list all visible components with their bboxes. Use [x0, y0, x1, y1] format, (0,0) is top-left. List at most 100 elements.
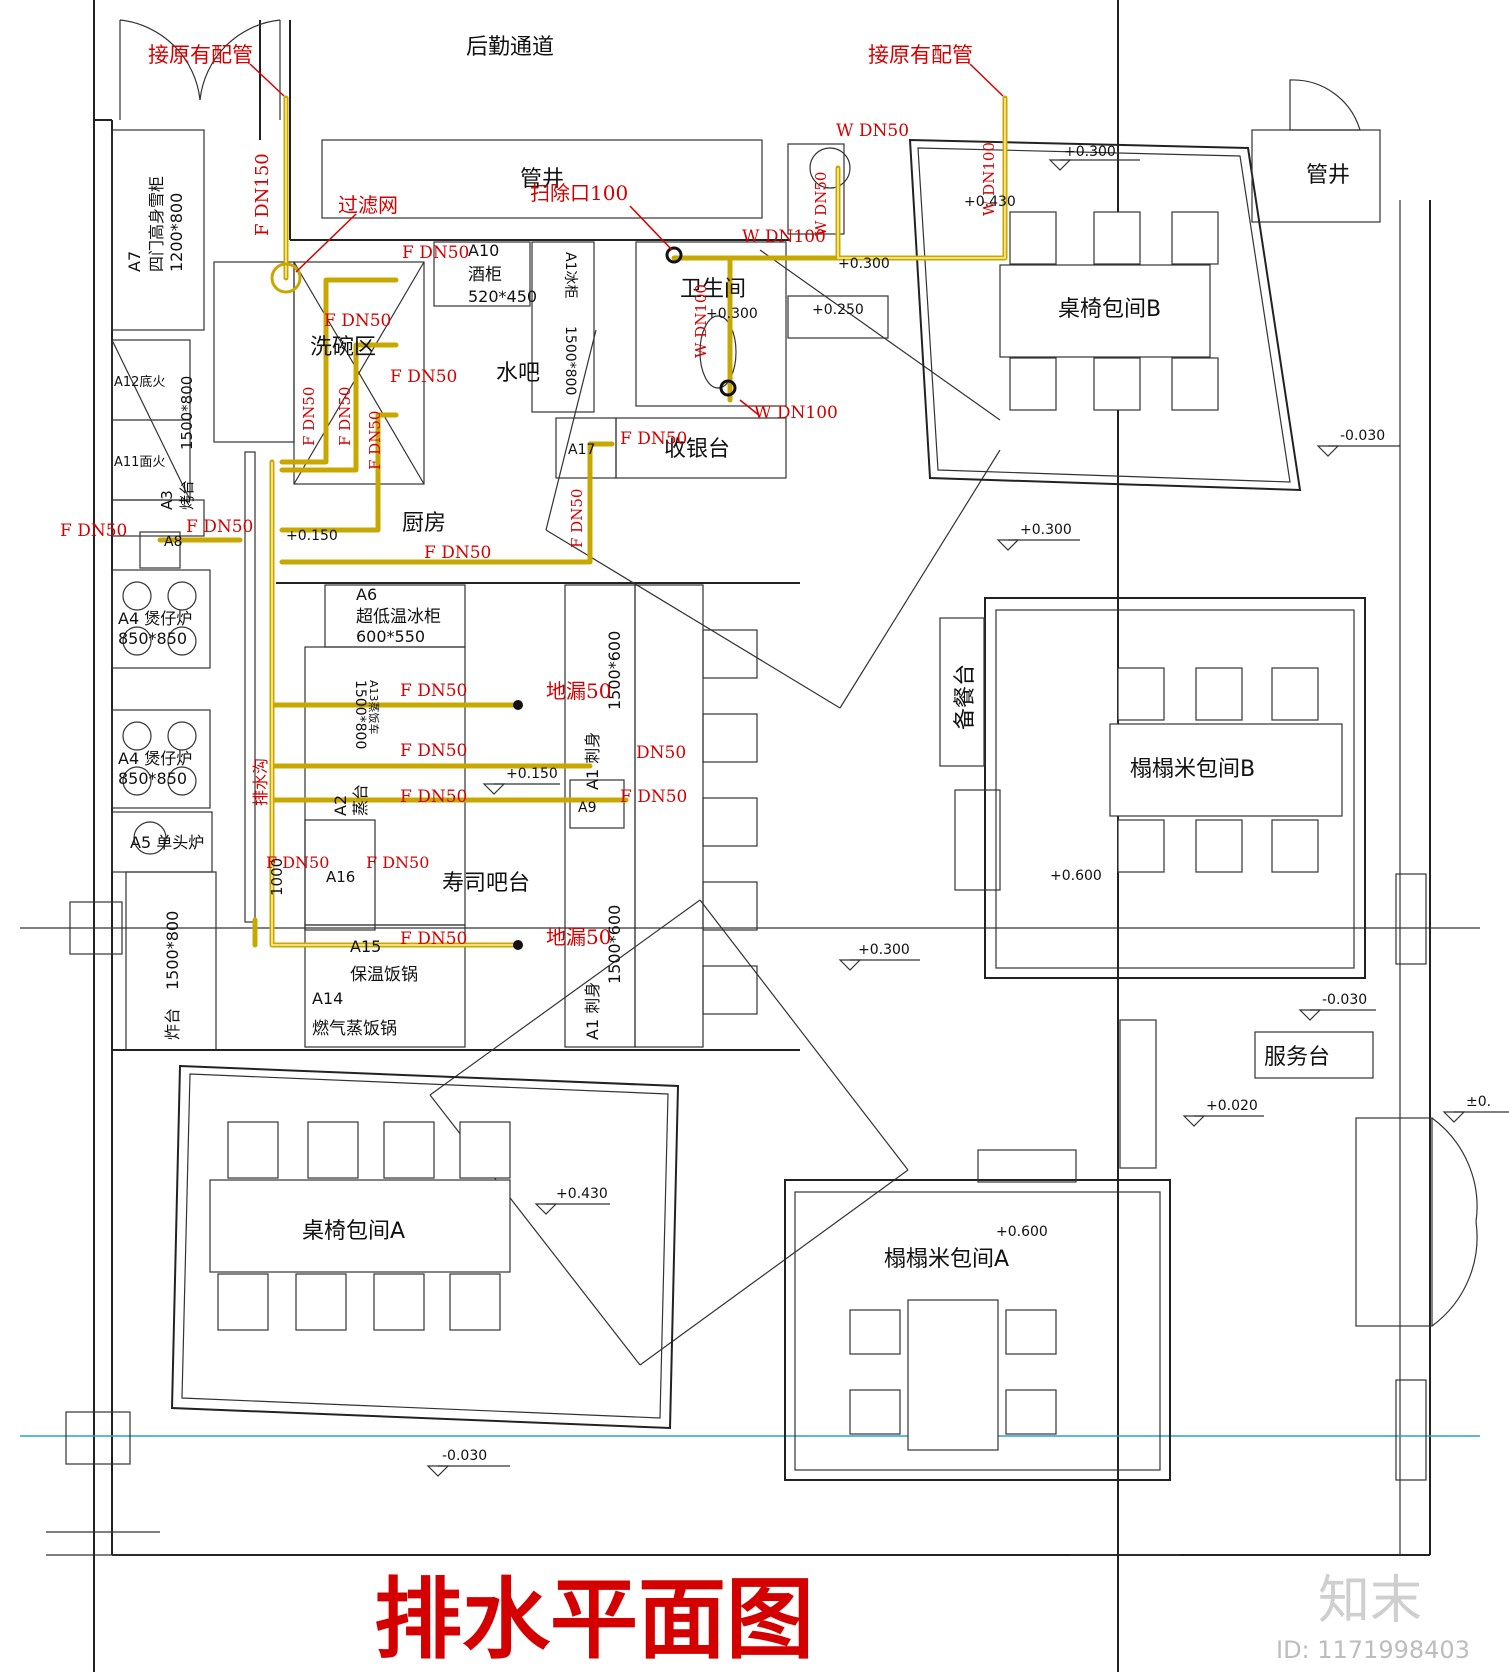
label-a1-fridge-size: 1500*800: [562, 326, 578, 395]
label-a17: A17: [568, 442, 595, 458]
label-f-dn50-a1: DN50: [636, 743, 686, 763]
label-f-dn50-a15: F DN50: [400, 929, 467, 949]
label-a1-fridge: A1冰柜: [562, 252, 578, 298]
label-a6-code: A6: [356, 585, 377, 604]
label-a15-code: A15: [350, 937, 381, 956]
label-f-dn50-a17v: F DN50: [568, 489, 586, 548]
room-table-a: [170, 1064, 680, 1430]
label-a1-sashimi-1: A1 刺身: [583, 732, 602, 790]
label-floor-drain-2: 地漏50: [546, 925, 611, 949]
label-f-dn50-r2: F DN50: [400, 741, 467, 761]
label-shaft-2: 管井: [1306, 163, 1350, 188]
elev-entry: ±0.: [1466, 1094, 1491, 1110]
label-corridor: 后勤通道: [466, 35, 554, 60]
label-a9: A9: [578, 800, 596, 816]
room-labels: 后勤通道 管井 管井 洗碗区 水吧 卫生间 收银台 厨房 寿司吧台 桌椅包间B …: [251, 35, 1350, 1272]
elev-tatami-b: +0.600: [1050, 868, 1102, 884]
label-restroom: 卫生间: [680, 277, 746, 302]
label-a1-sashimi-2: A1 刺身: [583, 982, 602, 1040]
label-a1-sashimi-1-size: 1500*600: [605, 631, 624, 710]
room-table-b: [908, 138, 1302, 492]
label-f-dn50-a9: F DN50: [620, 787, 687, 807]
label-a10-code: A10: [468, 241, 499, 260]
elev-right: -0.030: [1322, 992, 1367, 1008]
label-a2-code: A2: [331, 795, 350, 816]
label-a6-name: 超低温冰柜: [356, 607, 441, 627]
label-w-dn100-wc: W DN100: [692, 284, 710, 358]
elevation-markers: +0.300 +0.430 +0.300 +0.300 +0.250 -0.03…: [286, 144, 1509, 1477]
annotation-leaders: [249, 63, 1004, 417]
building-walls: [20, 0, 1480, 1672]
label-w-dn100-h: W DN100: [742, 227, 826, 247]
label-w-dn100-v: W DN100: [980, 142, 998, 216]
label-a8: A8: [164, 534, 182, 550]
label-f-dn50-a10: F DN50: [402, 243, 469, 263]
label-shaft-1: 管井: [520, 167, 564, 192]
label-a3-name: 烤台: [178, 480, 196, 510]
label-water-bar: 水吧: [496, 361, 540, 386]
label-f-dn50-left: F DN50: [60, 521, 127, 541]
elev-service: +0.020: [1206, 1098, 1258, 1114]
label-a14-name: 燃气蒸饭锅: [312, 1019, 397, 1039]
elev-sushi: +0.150: [506, 766, 558, 782]
label-f-dn50-r1: F DN50: [400, 681, 467, 701]
elev-wc-1: +0.300: [838, 256, 890, 272]
label-a10-name: 酒柜: [468, 265, 502, 285]
label-f-dn50-a17: F DN50: [620, 429, 687, 449]
label-cleanout: 扫除口100: [530, 181, 628, 205]
drawing-title: 排水平面图: [374, 1568, 814, 1671]
label-floor-drain-1: 地漏50: [546, 679, 611, 703]
label-a7-name: 四门高身雪柜: [147, 176, 166, 272]
label-filter: 过滤网: [338, 193, 398, 217]
label-f-dn50-wash1: F DN50: [324, 311, 391, 331]
label-connect-existing-2: 接原有配管: [868, 43, 973, 67]
label-cashier: 收银台: [664, 437, 730, 462]
label-a14-code: A14: [312, 989, 343, 1008]
label-a5: A5 单头炉: [130, 833, 204, 852]
label-a2-name: 蒸台: [351, 784, 370, 816]
elev-hall: +0.300: [858, 942, 910, 958]
elev-mid-b: +0.300: [1020, 522, 1072, 538]
label-f-dn50-wash2: F DN50: [390, 367, 457, 387]
elev-wc-3: +0.250: [812, 302, 864, 318]
label-f-dn50-a8: F DN50: [186, 517, 253, 537]
label-dishwashing: 洗碗区: [310, 335, 376, 360]
label-a12: A12底火: [114, 374, 165, 390]
label-a7-size: 1200*800: [167, 193, 186, 272]
label-f-dn50-v1: F DN50: [300, 387, 318, 446]
label-f-dn50-r3: F DN50: [400, 787, 467, 807]
label-tatami-room-a: 榻榻米包间A: [884, 1247, 1009, 1272]
room-tatami-b: [939, 597, 1366, 979]
label-tatami-room-b: 榻榻米包间B: [1130, 757, 1255, 782]
service-area: [1119, 129, 1381, 1169]
drain-pipes: [157, 95, 1008, 950]
brand-id: ID: 1171998403: [1276, 1636, 1470, 1664]
label-service-counter: 服务台: [1264, 1045, 1330, 1070]
label-a7-code: A7: [125, 251, 144, 272]
label-a15-name: 保温饭锅: [350, 965, 418, 985]
label-f-dn50-a16a: F DN50: [266, 853, 329, 872]
label-fryer-name: 炸台: [163, 1008, 182, 1040]
label-a13: A13蒸饭车: [367, 680, 381, 735]
label-sushi-bar: 寿司吧台: [442, 871, 530, 896]
label-a13-size: 1500*800: [352, 680, 368, 749]
label-f-dn50-kitchen: F DN50: [424, 543, 491, 563]
pipe-annotations: 接原有配管 接原有配管 过滤网 扫除口100 F DN150 W DN50 W …: [60, 43, 998, 949]
label-w-dn50-top: W DN50: [836, 121, 909, 141]
label-a16: A16: [326, 868, 355, 886]
elev-right-b: -0.030: [1340, 428, 1385, 444]
elev-table-room-b: +0.300: [1064, 144, 1116, 160]
label-f-dn50-a16b: F DN50: [366, 853, 429, 872]
elev-table-room-b-2: +0.430: [964, 194, 1016, 210]
kitchen-fixtures: [111, 129, 1001, 1366]
brand-logo: 知末: [1318, 1571, 1422, 1631]
elev-table-a: +0.430: [556, 1186, 608, 1202]
label-kitchen: 厨房: [402, 511, 446, 536]
elev-wc-2: +0.300: [706, 306, 758, 322]
label-prep-counter: 备餐台: [953, 664, 978, 730]
label-drain-ditch: 排水沟: [251, 758, 270, 806]
equipment-labels: A7 四门高身雪柜 1200*800 A12底火 A11面火 A3 烤台 150…: [114, 176, 624, 1040]
label-a3-size: 1500*800: [178, 376, 196, 450]
label-dim-1000: 1000: [268, 858, 286, 896]
